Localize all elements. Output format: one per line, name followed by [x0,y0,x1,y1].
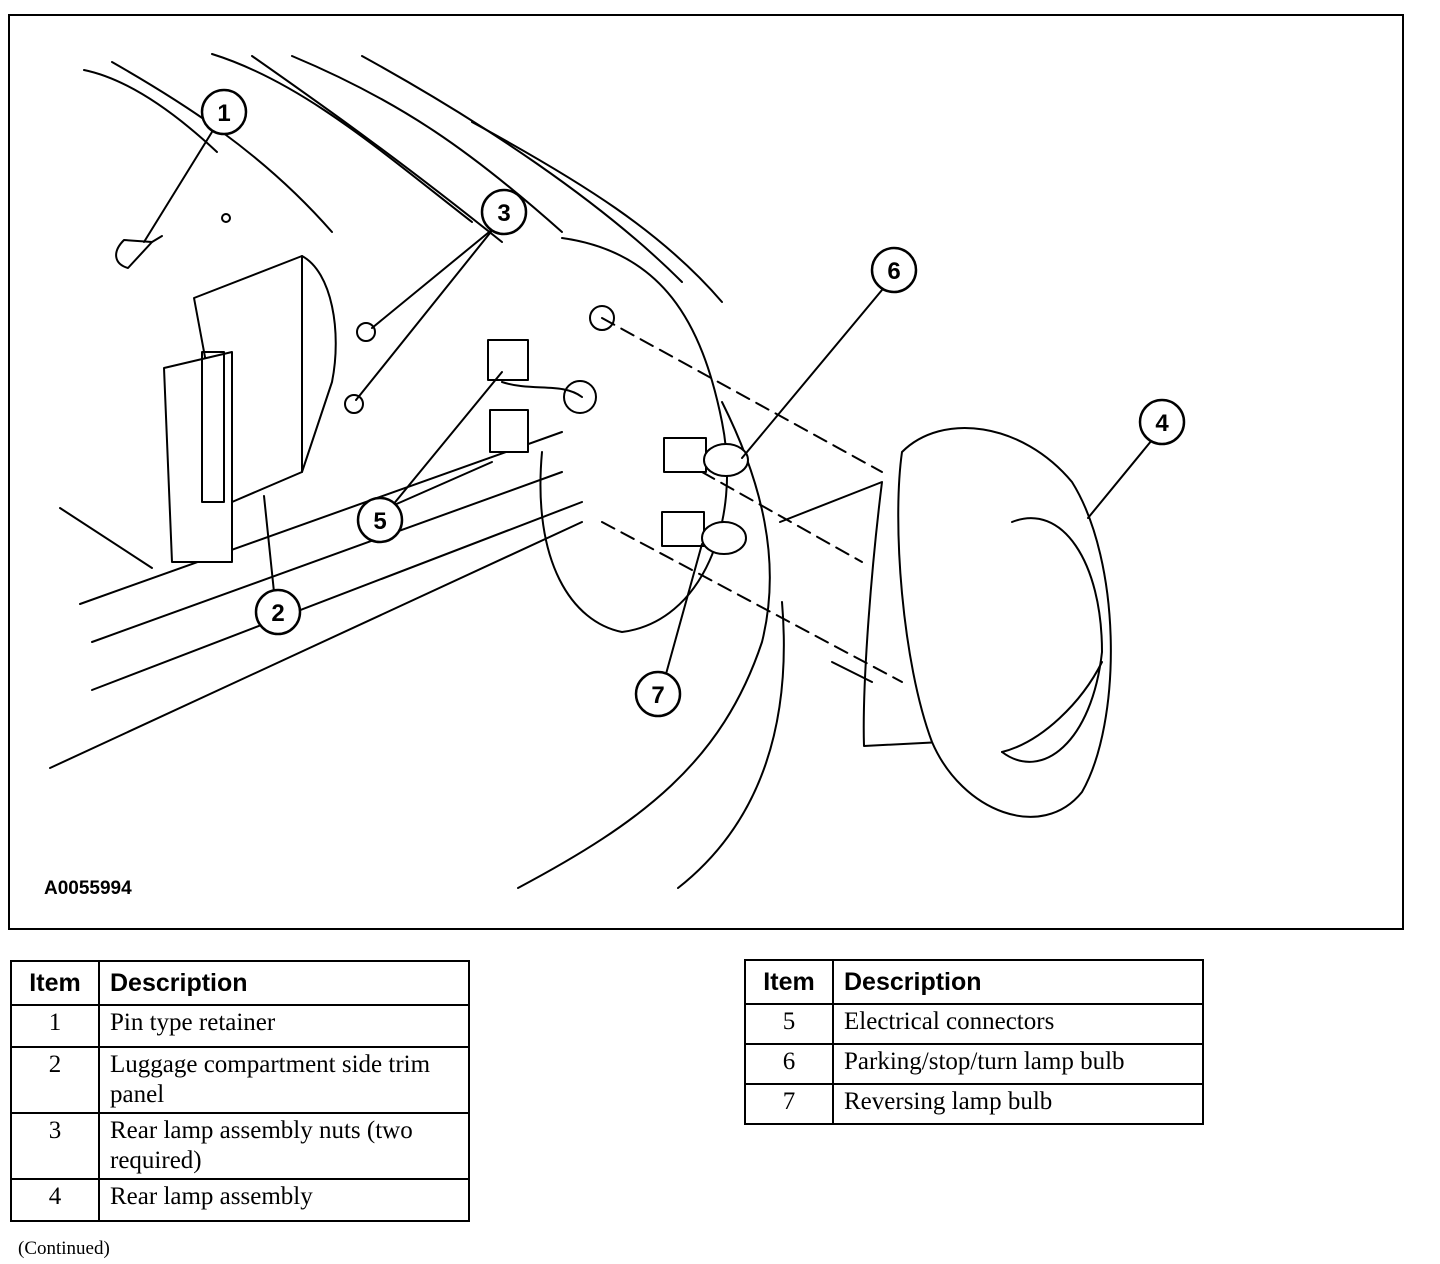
item-description: Electrical connectors [832,1003,1204,1045]
callout-label-5: 5 [373,508,386,535]
callout-label-7: 7 [651,682,664,709]
body-line [291,55,563,233]
item-description: Parking/stop/turn lamp bulb [832,1043,1204,1085]
callout-label-2: 2 [271,600,284,627]
legend-table-left: Item Description 1 Pin type retainer 2 L… [10,960,470,1222]
item-description: Rear lamp assembly nuts (two required) [98,1112,470,1180]
callout-label-4: 4 [1155,410,1169,437]
callout-4 [1138,398,1186,446]
item-description: Pin type retainer [98,1004,470,1048]
callout-1 [200,88,248,136]
item-number: 3 [10,1112,100,1180]
table-header-row: Item Description [744,959,1204,1005]
item-description: Rear lamp assembly [98,1178,470,1222]
item-number: 6 [744,1043,834,1085]
item-number: 1 [10,1004,100,1048]
callout-5 [356,496,404,544]
body-line [471,121,723,303]
callout-label-6: 6 [887,258,900,285]
column-header-description: Description [98,960,470,1006]
item-description: Luggage compartment side trim panel [98,1046,470,1114]
table-row: 3 Rear lamp assembly nuts (two required) [10,1112,470,1180]
table-row: 1 Pin type retainer [10,1004,470,1048]
callout-3 [480,188,528,236]
body-line [251,55,503,243]
figure-id-label: A0055994 [44,878,132,899]
body-line [83,69,218,153]
exploded-view-diagram: 1 2 3 4 5 6 7 A0055994 [8,14,1404,930]
table-header-row: Item Description [10,960,470,1006]
continued-note: (Continued) [18,1238,110,1259]
body-line [361,55,683,283]
column-header-description: Description [832,959,1204,1005]
item-description: Reversing lamp bulb [832,1083,1204,1125]
body-line [111,61,333,233]
table-row: 5 Electrical connectors [744,1003,1204,1045]
table-row: 6 Parking/stop/turn lamp bulb [744,1043,1204,1085]
callout-7 [634,670,682,718]
column-header-item: Item [744,959,834,1005]
item-number: 5 [744,1003,834,1045]
column-header-item: Item [10,960,100,1006]
callout-2 [254,588,302,636]
item-number: 2 [10,1046,100,1114]
legend-table-right: Item Description 5 Electrical connectors… [744,959,1204,1125]
item-number: 7 [744,1083,834,1125]
table-row: 7 Reversing lamp bulb [744,1083,1204,1125]
callout-6 [870,246,918,294]
item-number: 4 [10,1178,100,1222]
table-row: 2 Luggage compartment side trim panel [10,1046,470,1114]
callout-label-1: 1 [217,100,230,127]
table-row: 4 Rear lamp assembly [10,1178,470,1222]
rear-lamp-illustration: 1 2 3 4 5 6 7 [49,53,1186,889]
callout-label-3: 3 [497,200,510,227]
body-line [211,53,473,223]
